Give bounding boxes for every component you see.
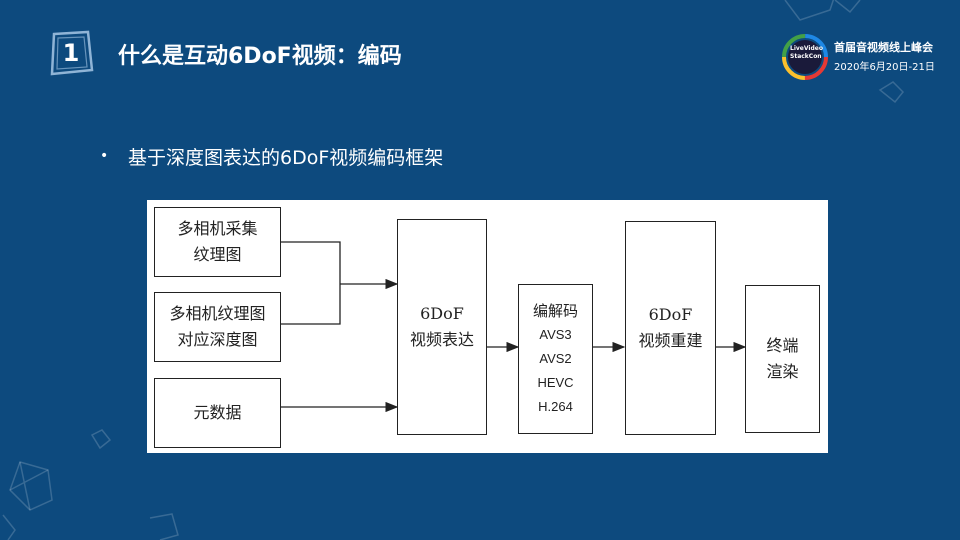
reconstruction-box: 6DoF 视频重建 — [625, 221, 716, 435]
event-name: 首届音视频线上峰会 — [834, 41, 933, 54]
merge-line — [281, 241, 341, 325]
codec-box: 编解码 AVS3 AVS2 HEVC H.264 — [518, 284, 593, 434]
input-box-texture: 多相机采集 纹理图 — [154, 207, 281, 277]
terminal-render-box: 终端 渲染 — [745, 285, 820, 433]
event-logo-text: LiveVideo StackCon — [790, 45, 823, 60]
codec-standard: AVS2 — [539, 351, 572, 366]
event-logo — [782, 34, 828, 80]
input-box-depth: 多相机纹理图 对应深度图 — [154, 292, 281, 362]
slide-number: 1 — [62, 39, 80, 67]
codec-framework-diagram: 多相机采集 纹理图 多相机纹理图 对应深度图 元数据 6DoF 视频表达 编解码… — [147, 200, 828, 453]
event-date: 2020年6月20日-21日 — [834, 62, 935, 73]
bullet-text: 基于深度图表达的6DoF视频编码框架 — [128, 147, 444, 169]
input-box-metadata: 元数据 — [154, 378, 281, 448]
codec-standard: H.264 — [538, 399, 573, 414]
representation-box: 6DoF 视频表达 — [397, 219, 487, 435]
event-info: 首届音视频线上峰会 2020年6月20日-21日 — [834, 39, 935, 73]
diagram-connectors — [281, 241, 747, 413]
codec-standard: AVS3 — [539, 327, 572, 342]
page-title: 什么是互动6DoF视频：编码 — [118, 44, 402, 69]
bullet-marker: • — [100, 148, 109, 164]
codec-standard: HEVC — [537, 375, 574, 390]
codec-title: 编解码 — [532, 302, 578, 320]
slide-number-badge — [50, 30, 94, 76]
